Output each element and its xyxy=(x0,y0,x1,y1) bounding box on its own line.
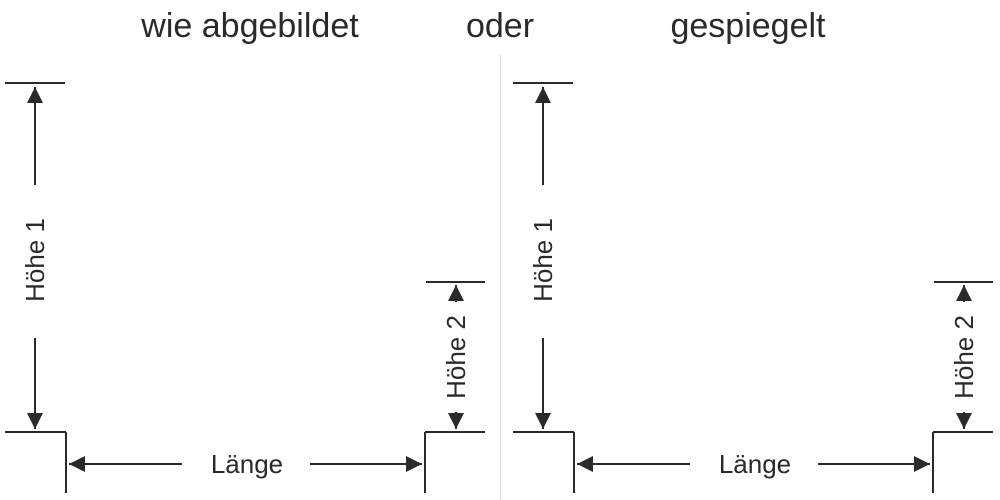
length-label: Länge xyxy=(211,449,283,479)
height1-label: Höhe 1 xyxy=(20,218,50,302)
title-mirrored: gespiegelt xyxy=(670,7,826,45)
height2-label: Höhe 2 xyxy=(949,315,979,399)
length-label: Länge xyxy=(719,449,791,479)
height1-down-arrowhead-icon xyxy=(535,413,551,429)
height1-up-arrowhead-icon xyxy=(535,87,551,103)
length-right-arrowhead-icon xyxy=(406,456,422,472)
length-right-arrowhead-icon xyxy=(914,456,930,472)
panel-mirrored: Höhe 1 Höhe 2 Länge xyxy=(513,82,993,493)
height2-label: Höhe 2 xyxy=(441,315,471,399)
title-as-shown: wie abgebildet xyxy=(140,7,359,45)
title-or: oder xyxy=(466,7,534,45)
panel-as-shown: Höhe 1 Höhe 2 Länge xyxy=(5,82,485,493)
height1-up-arrowhead-icon xyxy=(27,87,43,103)
length-left-arrowhead-icon xyxy=(69,456,85,472)
height2-up-arrowhead-icon xyxy=(448,285,464,301)
length-left-arrowhead-icon xyxy=(577,456,593,472)
height2-down-arrowhead-icon xyxy=(956,413,972,429)
height1-down-arrowhead-icon xyxy=(27,413,43,429)
height2-down-arrowhead-icon xyxy=(448,413,464,429)
height2-up-arrowhead-icon xyxy=(956,285,972,301)
height1-label: Höhe 1 xyxy=(528,218,558,302)
